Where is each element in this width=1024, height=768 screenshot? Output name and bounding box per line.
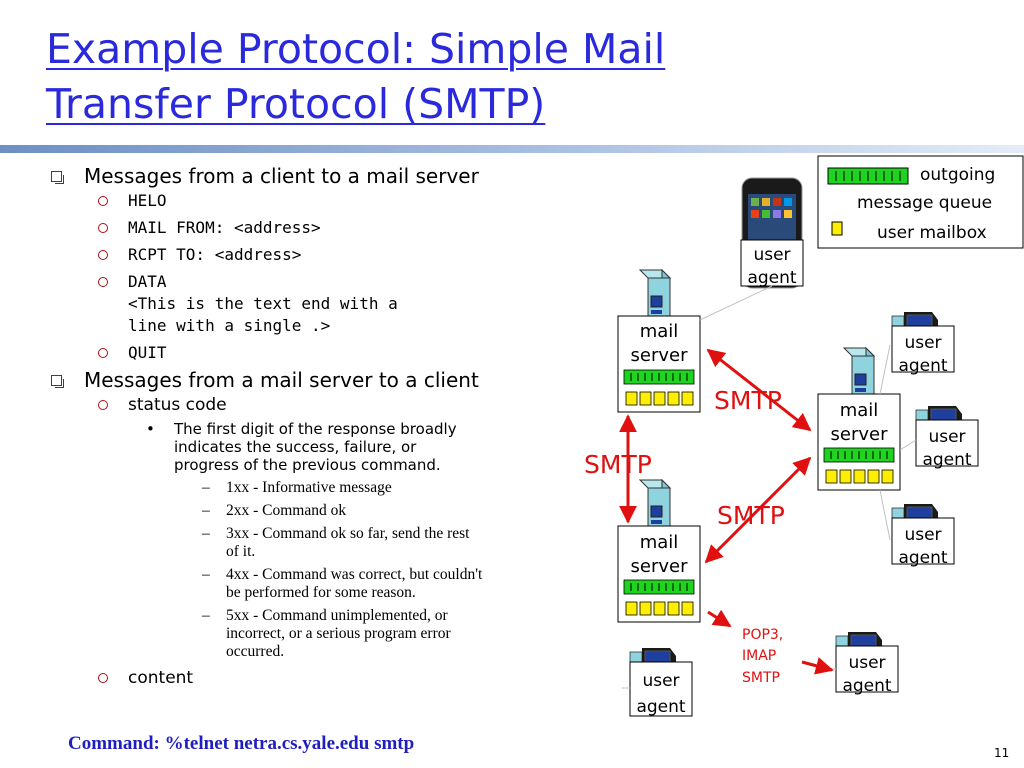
smtp-label-bottom: SMTP <box>717 501 785 530</box>
svg-text:user: user <box>928 427 965 447</box>
bullet-list: Messages from a client to a mail server … <box>46 162 566 689</box>
mail-server-bottom: mail server <box>617 525 701 623</box>
smtp-label-left: SMTP <box>584 450 652 479</box>
pop3-label: POP3, <box>742 627 783 643</box>
page-number: 11 <box>994 746 1010 760</box>
svg-text:mail: mail <box>840 400 879 421</box>
user-agent-pop3: user agent <box>835 645 899 696</box>
slide-title-line2: Transfer Protocol (SMTP) <box>46 80 546 128</box>
imap-label: IMAP <box>742 648 776 664</box>
command-data-text-1: <This is the text end with a <box>128 294 398 313</box>
svg-text:server: server <box>631 345 689 366</box>
svg-text:server: server <box>631 556 689 577</box>
legend-mailbox: user mailbox <box>877 223 987 243</box>
content-item: content <box>46 667 566 689</box>
status-code-item: status code <box>46 394 566 416</box>
command-mail-from: MAIL FROM: <address> <box>46 217 566 239</box>
svg-text:agent: agent <box>898 356 947 376</box>
user-agent-right-1: user agent <box>891 325 955 376</box>
svg-text:mail: mail <box>640 321 679 342</box>
svg-text:mail: mail <box>640 532 679 553</box>
square-bullet-icon <box>51 375 64 388</box>
user-agent-right-3: user agent <box>891 517 955 568</box>
svg-text:agent: agent <box>922 450 971 470</box>
smtp-diagram: outgoing message queue user mailbox user… <box>584 155 1024 717</box>
svg-text:user: user <box>642 671 679 691</box>
footer-command: Command: %telnet netra.cs.yale.edu smtp <box>68 733 415 754</box>
circle-bullet-icon <box>98 277 108 287</box>
square-bullet-icon <box>51 171 64 184</box>
command-helo: HELO <box>46 190 566 212</box>
svg-text:user: user <box>904 333 941 353</box>
first-digit-text: • The first digit of the response broadl… <box>146 420 457 474</box>
user-agent-right-2: user agent <box>915 419 979 470</box>
command-data: DATA <box>46 271 566 293</box>
mail-server-right: mail server <box>817 393 901 491</box>
svg-text:user: user <box>848 653 885 673</box>
circle-bullet-icon <box>98 673 108 683</box>
svg-text:agent: agent <box>898 548 947 568</box>
code-2xx: –2xx - Command ok <box>202 502 347 519</box>
svg-text:server: server <box>831 424 889 445</box>
arrow-pop3-to <box>801 657 834 675</box>
mail-server-top: mail server <box>617 315 701 413</box>
smtp-label-top: SMTP <box>714 386 782 415</box>
command-rcpt-to: RCPT TO: <address> <box>46 244 566 266</box>
svg-text:user: user <box>904 525 941 545</box>
svg-text:agent: agent <box>842 676 891 696</box>
command-quit: QUIT <box>46 342 566 364</box>
title-divider <box>0 145 1024 153</box>
arrow-bottom-right <box>704 456 812 564</box>
slide-title-line1: Example Protocol: Simple Mail <box>46 25 666 73</box>
legend-mailbox-icon <box>831 221 843 236</box>
svg-text:user: user <box>753 245 790 265</box>
svg-text:agent: agent <box>636 697 685 717</box>
user-agent-phone: user agent <box>740 239 804 288</box>
legend-queue: message queue <box>857 193 992 213</box>
circle-bullet-icon <box>98 196 108 206</box>
user-agent-bottom: user agent <box>629 661 693 717</box>
circle-bullet-icon <box>98 223 108 233</box>
circle-bullet-icon <box>98 250 108 260</box>
arrows <box>619 348 834 675</box>
legend-outgoing: outgoing <box>920 165 995 185</box>
connector-lines <box>622 285 917 689</box>
code-4xx: –4xx - Command was correct, but couldn't… <box>202 566 483 601</box>
bullet-server-to-client: Messages from a mail server to a client <box>46 366 566 394</box>
bullet-client-to-server: Messages from a client to a mail server <box>46 162 566 190</box>
smtp-small-label: SMTP <box>742 670 780 686</box>
circle-bullet-icon <box>98 348 108 358</box>
legend-queue-icon <box>827 167 909 185</box>
slide-title: Example Protocol: Simple Mail Transfer P… <box>46 22 846 132</box>
svg-text:agent: agent <box>747 268 796 288</box>
circle-bullet-icon <box>98 400 108 410</box>
legend: outgoing message queue user mailbox <box>817 155 1024 249</box>
arrow-pop3-from <box>707 609 732 628</box>
dot-bullet-icon: • <box>146 420 155 438</box>
arrow-top-right <box>706 348 812 432</box>
code-1xx: –1xx - Informative message <box>202 479 392 496</box>
command-data-text-2: line with a single .> <box>128 316 331 335</box>
